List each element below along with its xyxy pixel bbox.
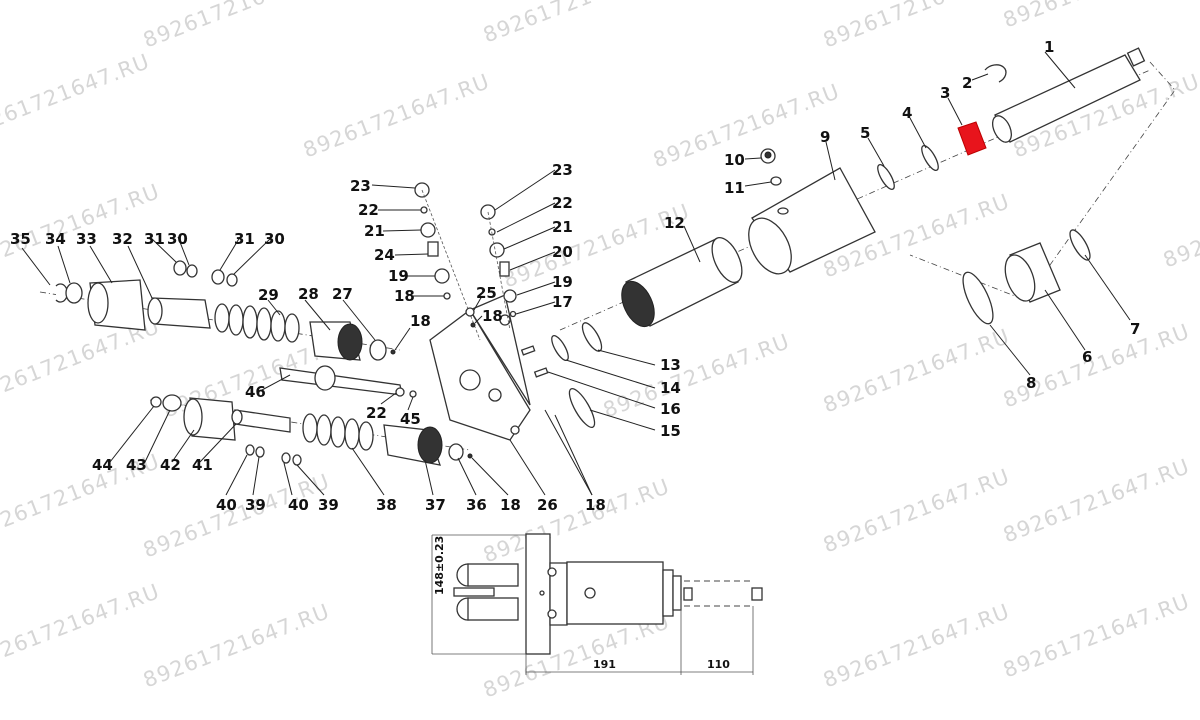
part-25-plug: [465, 295, 483, 328]
part-6-gland: [1004, 242, 1086, 351]
label-part-43: 43: [126, 456, 147, 474]
label-part-8: 8: [1026, 374, 1036, 392]
label-part-30: 30: [264, 230, 285, 248]
label-part-29: 29: [258, 286, 279, 304]
part-2-clip: [971, 64, 1007, 83]
lower-spool-assembly: [109, 365, 593, 496]
dimension-body-length: 191: [593, 658, 616, 671]
label-part-40: 40: [288, 496, 309, 514]
part-13-oring: [581, 322, 656, 366]
label-part-13: 13: [660, 356, 681, 374]
label-part-19: 19: [552, 273, 573, 291]
label-part-35: 35: [10, 230, 31, 248]
label-part-6: 6: [1082, 348, 1092, 366]
spring-38: [302, 413, 374, 451]
label-part-21: 21: [552, 218, 573, 236]
assembly-frame-line: [909, 61, 1176, 301]
label-part-46: 46: [245, 383, 266, 401]
part-1-tube: [991, 47, 1146, 143]
label-part-31: 31: [144, 230, 165, 248]
label-part-16: 16: [660, 400, 681, 418]
dimension-drawing: 148±0.23 191 110: [431, 533, 763, 675]
label-part-36: 36: [466, 496, 487, 514]
label-part-38: 38: [376, 496, 397, 514]
label-part-18: 18: [585, 496, 606, 514]
valve-stack-left: [371, 182, 481, 341]
label-part-12: 12: [664, 214, 685, 232]
label-part-9: 9: [820, 128, 830, 146]
label-part-3: 3: [940, 84, 950, 102]
callout-labels: 1 2 3 4 5 6 7 8 9 10 11 12 13 14 15 16 1…: [10, 38, 1140, 514]
label-part-23: 23: [350, 177, 371, 195]
part-12-cylinder: [621, 225, 743, 328]
part-15-oring: [568, 387, 656, 431]
part-5-oring: [867, 137, 895, 191]
label-part-31: 31: [234, 230, 255, 248]
dimension-extension-length: 110: [707, 658, 730, 671]
label-part-39: 39: [245, 496, 266, 514]
label-part-22: 22: [552, 194, 573, 212]
part-8-oring: [962, 271, 1031, 376]
part-14-oring: [551, 334, 656, 389]
part-10-plug: [744, 148, 776, 164]
label-part-40: 40: [216, 496, 237, 514]
label-part-26: 26: [537, 496, 558, 514]
valve-block: [429, 294, 531, 441]
label-part-18: 18: [410, 312, 431, 330]
label-part-32: 32: [112, 230, 133, 248]
label-part-4: 4: [902, 104, 912, 122]
label-part-18: 18: [482, 307, 503, 325]
label-part-27: 27: [332, 285, 353, 303]
part-7-oring: [1069, 229, 1131, 321]
label-part-10: 10: [724, 151, 745, 169]
label-part-37: 37: [425, 496, 446, 514]
label-part-17: 17: [552, 293, 573, 311]
label-part-18: 18: [394, 287, 415, 305]
label-part-15: 15: [660, 422, 681, 440]
label-part-25: 25: [476, 284, 497, 302]
label-part-45: 45: [400, 410, 421, 428]
label-part-20: 20: [552, 243, 573, 261]
label-part-34: 34: [45, 230, 66, 248]
label-part-30: 30: [167, 230, 188, 248]
label-part-44: 44: [92, 456, 113, 474]
dimension-height: 148±0.23: [433, 536, 446, 595]
label-part-2: 2: [962, 74, 972, 92]
label-part-7: 7: [1130, 320, 1140, 338]
label-part-28: 28: [298, 285, 319, 303]
label-part-19: 19: [388, 267, 409, 285]
part-11-washer: [744, 176, 782, 187]
part-3-highlighted-ring: [947, 97, 987, 156]
spring-29: [214, 303, 300, 343]
label-part-22: 22: [358, 201, 379, 219]
label-part-11: 11: [724, 179, 745, 197]
valve-stack-right: [480, 169, 556, 331]
upper-spool-assembly: [21, 236, 411, 361]
part-4-seal: [909, 117, 939, 172]
part-16-pin: [520, 345, 656, 409]
label-part-42: 42: [160, 456, 181, 474]
label-part-5: 5: [860, 124, 870, 142]
label-part-39: 39: [318, 496, 339, 514]
label-part-24: 24: [374, 246, 395, 264]
label-part-1: 1: [1044, 38, 1054, 56]
label-part-41: 41: [192, 456, 213, 474]
label-part-21: 21: [364, 222, 385, 240]
label-part-14: 14: [660, 379, 681, 397]
label-part-33: 33: [76, 230, 97, 248]
part-9-motor-body: [748, 141, 876, 275]
label-part-18: 18: [500, 496, 521, 514]
label-part-22: 22: [366, 404, 387, 422]
label-part-23: 23: [552, 161, 573, 179]
